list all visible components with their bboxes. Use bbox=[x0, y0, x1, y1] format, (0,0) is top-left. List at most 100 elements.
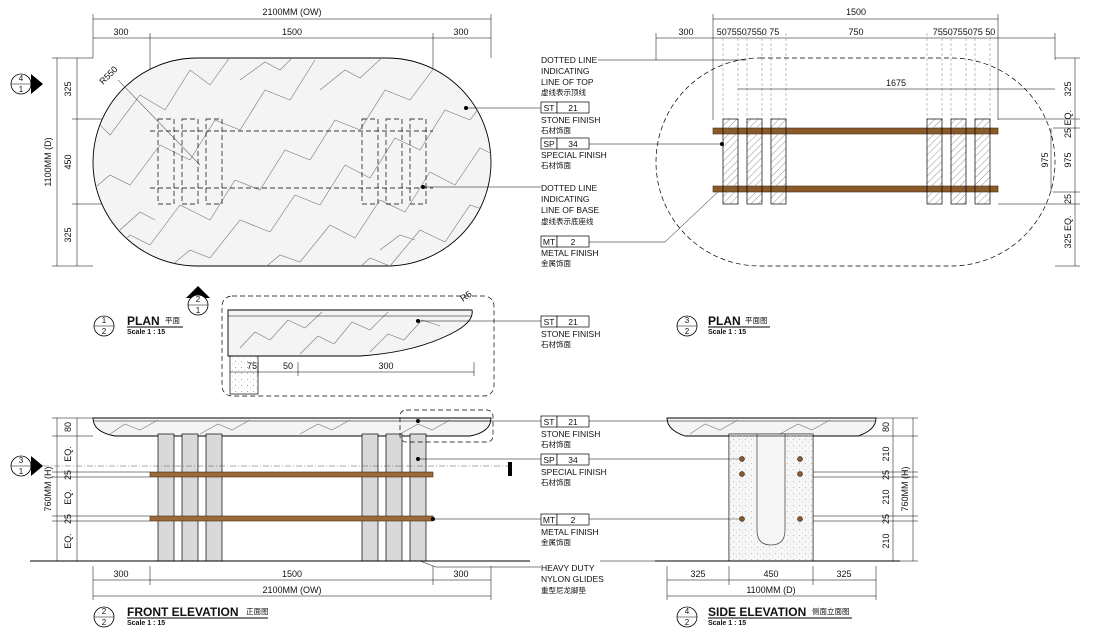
svg-text:2: 2 bbox=[102, 607, 107, 616]
svg-text:2: 2 bbox=[685, 327, 690, 336]
title-plan-1: 1 2 PLAN 平面 Scale 1 : 15 bbox=[93, 314, 183, 337]
svg-text:STONE FINISH: STONE FINISH bbox=[541, 115, 600, 125]
svg-text:25: 25 bbox=[881, 470, 891, 480]
svg-text:300: 300 bbox=[453, 569, 468, 579]
svg-text:4: 4 bbox=[19, 74, 24, 83]
leg-plan bbox=[926, 118, 943, 205]
svg-text:PLAN: PLAN bbox=[708, 314, 741, 328]
dim-overall-width: 2100MM (OW) bbox=[262, 7, 321, 17]
table-top-elevation bbox=[92, 417, 492, 437]
marble-veining bbox=[93, 58, 491, 266]
svg-text:LINE OF TOP: LINE OF TOP bbox=[541, 77, 594, 87]
svg-text:2: 2 bbox=[571, 515, 576, 525]
svg-text:虚线表示底座线: 虚线表示底座线 bbox=[541, 216, 594, 226]
svg-text:75: 75 bbox=[247, 361, 257, 371]
dim-1675: 1675 bbox=[886, 78, 906, 88]
svg-text:SP: SP bbox=[543, 139, 555, 149]
svg-text:210: 210 bbox=[881, 489, 891, 504]
dim-seq-left: 5075507550 75 bbox=[717, 27, 780, 37]
svg-text:MT: MT bbox=[543, 237, 555, 247]
dim-depth: 1100MM (D) bbox=[43, 137, 53, 186]
title-side-elevation: 4 2 SIDE ELEVATION 侧面立面图 Scale 1 : 15 bbox=[676, 605, 852, 628]
svg-text:25: 25 bbox=[63, 514, 73, 524]
svg-text:石材饰面: 石材饰面 bbox=[541, 439, 571, 449]
svg-text:300: 300 bbox=[113, 569, 128, 579]
title-front-elevation: 2 2 FRONT ELEVATION 正面图 Scale 1 : 15 bbox=[93, 605, 269, 628]
svg-text:DOTTED LINE: DOTTED LINE bbox=[541, 183, 598, 193]
svg-text:SPECIAL FINISH: SPECIAL FINISH bbox=[541, 467, 607, 477]
svg-text:1500: 1500 bbox=[282, 569, 302, 579]
section-marker-4: 4 1 bbox=[10, 73, 43, 95]
leg-plan bbox=[950, 118, 967, 205]
svg-text:450: 450 bbox=[763, 569, 778, 579]
svg-text:EQ.: EQ. bbox=[63, 489, 73, 505]
svg-text:2: 2 bbox=[571, 237, 576, 247]
svg-text:25: 25 bbox=[881, 514, 891, 524]
section-marker-2: 2 1 bbox=[186, 286, 210, 316]
title-plan-3: 3 2 PLAN 平面图 Scale 1 : 15 bbox=[676, 314, 770, 337]
svg-text:METAL FINISH: METAL FINISH bbox=[541, 248, 599, 258]
svg-text:1: 1 bbox=[19, 85, 24, 94]
svg-text:760MM (H): 760MM (H) bbox=[900, 466, 910, 511]
svg-text:25: 25 bbox=[1063, 194, 1073, 204]
annotations-upper: DOTTED LINE INDICATING LINE OF TOP 虚线表示顶… bbox=[421, 55, 746, 268]
svg-text:25 EQ.: 25 EQ. bbox=[1063, 110, 1073, 138]
dim-300-plan3: 300 bbox=[678, 27, 693, 37]
edge-detail: 2 1 75 50 300 R5 ST 21 STONE FINISH 石材饰面 bbox=[186, 286, 600, 397]
front-elevation: 80 EQ. 25 EQ. 25 EQ. 760MM (H) 3 1 300 1… bbox=[10, 409, 530, 600]
svg-text:侧面立面图: 侧面立面图 bbox=[812, 606, 850, 616]
leg-plan bbox=[746, 118, 763, 205]
svg-text:INDICATING: INDICATING bbox=[541, 66, 589, 76]
leg-plan bbox=[722, 118, 739, 205]
svg-text:平面图: 平面图 bbox=[745, 316, 768, 325]
svg-text:石材饰面: 石材饰面 bbox=[541, 160, 571, 170]
svg-text:Scale 1 : 15: Scale 1 : 15 bbox=[127, 329, 165, 336]
svg-text:METAL FINISH: METAL FINISH bbox=[541, 527, 599, 537]
svg-text:21: 21 bbox=[568, 317, 578, 327]
svg-text:1: 1 bbox=[196, 306, 201, 315]
svg-text:平面: 平面 bbox=[165, 316, 180, 325]
radius-label: R550 bbox=[97, 64, 119, 86]
svg-text:300: 300 bbox=[378, 361, 393, 371]
svg-text:80: 80 bbox=[63, 422, 73, 432]
dim-300-left: 300 bbox=[113, 27, 128, 37]
svg-text:2: 2 bbox=[102, 327, 107, 336]
svg-text:STONE FINISH: STONE FINISH bbox=[541, 329, 600, 339]
svg-text:MT: MT bbox=[543, 515, 555, 525]
svg-text:2: 2 bbox=[196, 295, 201, 304]
svg-text:金属饰面: 金属饰面 bbox=[541, 537, 571, 547]
dim-1500-plan3: 1500 bbox=[846, 7, 866, 17]
svg-text:760MM (H): 760MM (H) bbox=[43, 466, 53, 511]
svg-text:210: 210 bbox=[881, 533, 891, 548]
svg-text:325: 325 bbox=[1063, 81, 1073, 96]
svg-text:325: 325 bbox=[836, 569, 851, 579]
svg-text:34: 34 bbox=[568, 455, 578, 465]
svg-text:ST: ST bbox=[544, 103, 555, 113]
svg-text:ST: ST bbox=[544, 417, 555, 427]
svg-text:ST: ST bbox=[544, 317, 555, 327]
table-top-plan bbox=[92, 57, 492, 267]
svg-text:1: 1 bbox=[102, 316, 107, 325]
svg-text:Scale 1 : 15: Scale 1 : 15 bbox=[708, 620, 746, 627]
svg-text:金属饰面: 金属饰面 bbox=[541, 258, 571, 268]
dim-325-bottom: 325 bbox=[63, 227, 73, 242]
svg-text:Scale 1 : 15: Scale 1 : 15 bbox=[127, 620, 165, 627]
svg-text:HEAVY DUTY: HEAVY DUTY bbox=[541, 563, 595, 573]
top-outline-dashed bbox=[655, 57, 1056, 267]
svg-text:SIDE ELEVATION: SIDE ELEVATION bbox=[708, 605, 806, 619]
svg-text:SP: SP bbox=[543, 455, 555, 465]
side-elevation: 80 210 25 210 25 210 760MM (H) 325 450 3… bbox=[655, 417, 918, 600]
svg-text:INDICATING: INDICATING bbox=[541, 194, 589, 204]
dim-300-right: 300 bbox=[453, 27, 468, 37]
svg-text:3: 3 bbox=[19, 456, 24, 465]
plan-view-1: 2100MM (OW) 300 1500 300 325 450 325 110… bbox=[10, 7, 492, 267]
dim-750: 750 bbox=[848, 27, 863, 37]
svg-text:FRONT ELEVATION: FRONT ELEVATION bbox=[127, 605, 239, 619]
svg-text:21: 21 bbox=[568, 417, 578, 427]
svg-text:NYLON GLIDES: NYLON GLIDES bbox=[541, 574, 604, 584]
svg-text:重型尼龙脚垫: 重型尼龙脚垫 bbox=[541, 585, 586, 595]
dim-325-top: 325 bbox=[63, 81, 73, 96]
svg-text:石材饰面: 石材饰面 bbox=[541, 477, 571, 487]
dim-seq-right: 7550755075 50 bbox=[933, 27, 996, 37]
svg-text:80: 80 bbox=[881, 422, 891, 432]
